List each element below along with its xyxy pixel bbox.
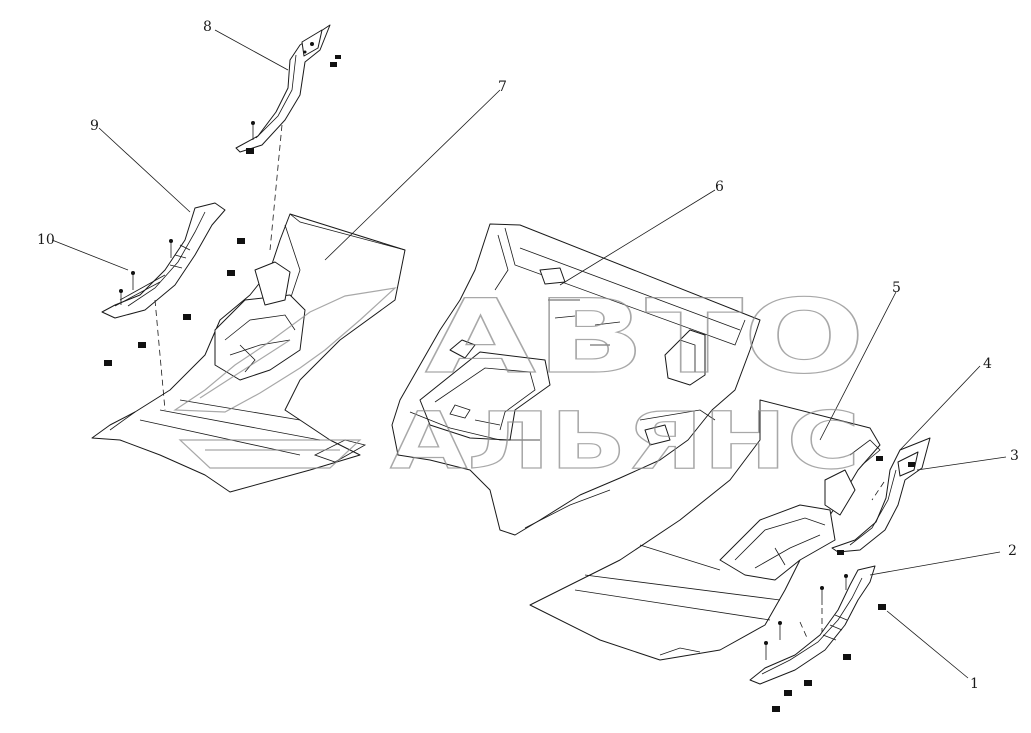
- callout-6: 6: [715, 179, 724, 195]
- left-pillar-trim: [235, 24, 331, 153]
- watermark: АВТО АЛЬЯНС: [173, 277, 866, 488]
- callout-1: 1: [970, 676, 979, 692]
- callout-3: 3: [1010, 448, 1019, 464]
- callout-7: 7: [498, 79, 507, 95]
- right-sill-plate: [749, 565, 876, 685]
- left-floor-mat: [91, 213, 406, 493]
- av-logo-icon: [173, 287, 397, 469]
- callout-10: 10: [37, 232, 55, 248]
- screws: [119, 121, 848, 660]
- watermark-line-1: АВТО: [425, 278, 865, 397]
- callout-2: 2: [1008, 543, 1017, 559]
- callout-9: 9: [90, 118, 99, 134]
- assembly-lines: [154, 124, 885, 641]
- callout-8: 8: [203, 19, 212, 35]
- clip-fasteners: [104, 55, 915, 712]
- center-floor-mat: [391, 223, 761, 536]
- watermark-line-2: АЛЬЯНС: [390, 397, 860, 487]
- callout-5: 5: [892, 280, 901, 296]
- callout-4: 4: [983, 356, 992, 372]
- left-sill-plate: [101, 202, 226, 319]
- callouts: 1 2 3 4 5 6 7 8 9 10: [37, 19, 1019, 692]
- right-floor-mat: [529, 399, 881, 661]
- leader-lines: [51, 29, 1007, 679]
